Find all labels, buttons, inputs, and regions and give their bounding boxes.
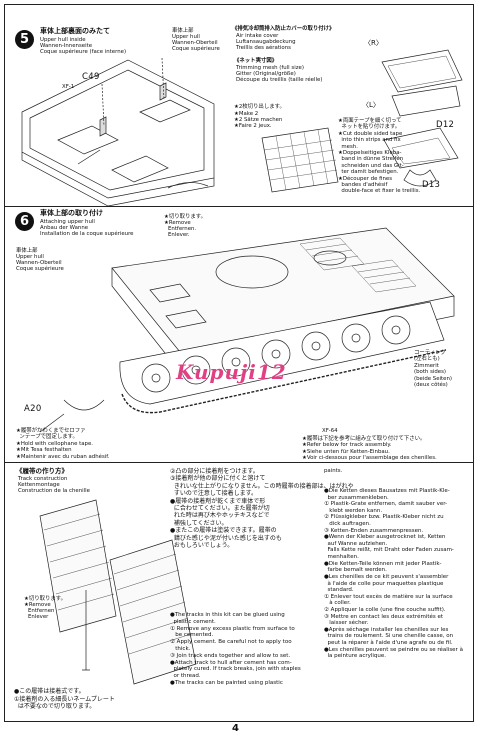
track-remove-jp: ★切り取ります。 [24,596,67,602]
step-6-number: 6 [15,212,34,231]
double-sided-tape-note: ★両面テープを細く切って ネットを貼り付けます。 ★Cut double sid… [338,118,421,195]
step-5-title-en: Upper hull inside [40,37,86,43]
step-5-title-fr: Coque supérieure (face interne) [40,49,127,55]
make-two-en: ★Make 2 [234,111,259,117]
step-6-remove-jp: ★切り取ります。 [164,214,207,220]
step-6-title-en: Attaching upper hull [40,219,95,225]
track-remove-fr: Enlever [28,614,49,620]
hold-tape-note-jp: ★履帯がかわくまでセロファ ンテープで固定します。 [16,428,86,441]
paint-xf64-label: XF-64 [322,428,338,434]
track-instructions-de: ●Die Ketten dieses Bausatzes mit Plastik… [324,488,454,574]
step-5-hull-label-en: Upper hull [172,34,200,40]
part-d13-label: D13 [422,180,441,190]
zimmerit-label-en: Zimmerit (both sides) (beide Seiten) (de… [414,363,452,389]
make-two-jp: ★2枚切り出します。 [234,104,285,110]
track-title-jp: 《履帯の作り方》 [16,467,68,475]
hold-tape-note-en: ★Hold with cellophane tape. ★Mit Tesa fe… [16,441,110,460]
tiger-tank-hull-drawing [39,227,455,433]
page-number: 4 [232,723,239,734]
track-instructions-en-tail: paints. [324,468,343,474]
air-intake-cover-title-en: Air intake cover [236,33,279,39]
part-d12-label: D12 [436,120,455,130]
step-6-remove-de: Entfernen. [168,226,197,232]
make-two-fr: ★Faire 2 jeux. [234,123,272,129]
part-c49-label: C49 [82,72,100,82]
left-side-label: 〈L〉 [362,101,380,109]
air-intake-cover-title-fr: Treillis des aérations [236,45,291,51]
right-side-label: 〈R〉 [364,39,383,47]
step-6-remove-en: ★Remove [164,220,191,226]
upper-hull-inside-drawing [21,57,215,207]
track-glue-note-jp: ●この履帯は接着式です。 ①接着剤の入る細長いネームプレート は不要なので切り取… [14,688,115,710]
track-instructions-fr: ●Les chenilles de ce kit peuvent s'assem… [324,574,463,660]
step-6-hull-label-en: Upper hull [16,254,44,260]
air-intake-cover-drawings [381,49,463,187]
step-6-hull-label-fr: Coque supérieure [16,266,64,272]
page-frame [4,4,474,722]
track-remove-de: Entfernen [28,608,55,614]
step-6-title-de: Anbau der Wanne [40,225,89,231]
air-intake-cover-title-jp: 《排気冷却筒排入防止カバーの取り付け》 [232,26,335,32]
mesh-title-jp: 《ネット実寸図》 [234,58,278,64]
step-6-title-fr: Installation de la coque supérieure [40,231,134,237]
step-6-remove-fr: Enlever. [168,232,190,238]
road-wheels-drawing [141,315,411,393]
part-a20-label: A20 [24,404,42,414]
paint-xf1-label: XF-1 [62,84,75,90]
step-5-hull-label-jp: 車体上部 [172,28,194,34]
divider-step5-step6 [4,206,474,207]
step-6-hull-label-jp: 車体上部 [16,248,38,254]
step-6-hull-label-de: Wannen-Oberteil [16,260,62,266]
track-instructions-en: ●The tracks in this kit can be glued usi… [170,612,301,686]
track-construction-drawing [39,499,197,685]
track-title-de: Kettenmontage [18,482,60,488]
track-remove-en: ★Remove [24,602,51,608]
step-5-hull-label-fr: Coque supérieure [172,46,220,52]
zimmerit-label-jp: コーティング (左右とも) [414,350,447,363]
seller-watermark: Kupuji12 [176,360,287,384]
track-assembly-reference: ★履帯は下記を参考に組み立て取り付けて下さい。 ★Refer below for… [302,436,437,462]
air-intake-cover-title-de: Luftansaugabdeckung [236,39,296,45]
divider-step6-track [4,462,474,463]
track-instructions-jp: ②凸の部分に接着剤をつけます。 ③接着剤が他の部分に付くと溶けて きれいな仕上が… [170,468,354,550]
mesh-title-fr: Découpe du treillis (taille réelle) [236,77,323,83]
make-two-de: ★2 Sätze machen [234,117,283,123]
mesh-title-de: Gitter (Original/größe) [236,71,296,77]
step-5-number: 5 [15,30,34,49]
step-5-hull-label-de: Wannen-Oberteil [172,40,218,46]
step-5-title-de: Wannen-Innenseite [40,43,93,49]
step-5-title-jp: 車体上部裏面のみたて [40,27,110,35]
track-title-fr: Construction de la chenille [18,488,90,494]
mesh-title-en: Trimming mesh (full size) [236,65,304,71]
mesh-full-size-drawing [261,127,339,193]
track-title-en: Track construction [18,476,68,482]
step-6-title-jp: 車体上部の取り付け [40,209,103,217]
